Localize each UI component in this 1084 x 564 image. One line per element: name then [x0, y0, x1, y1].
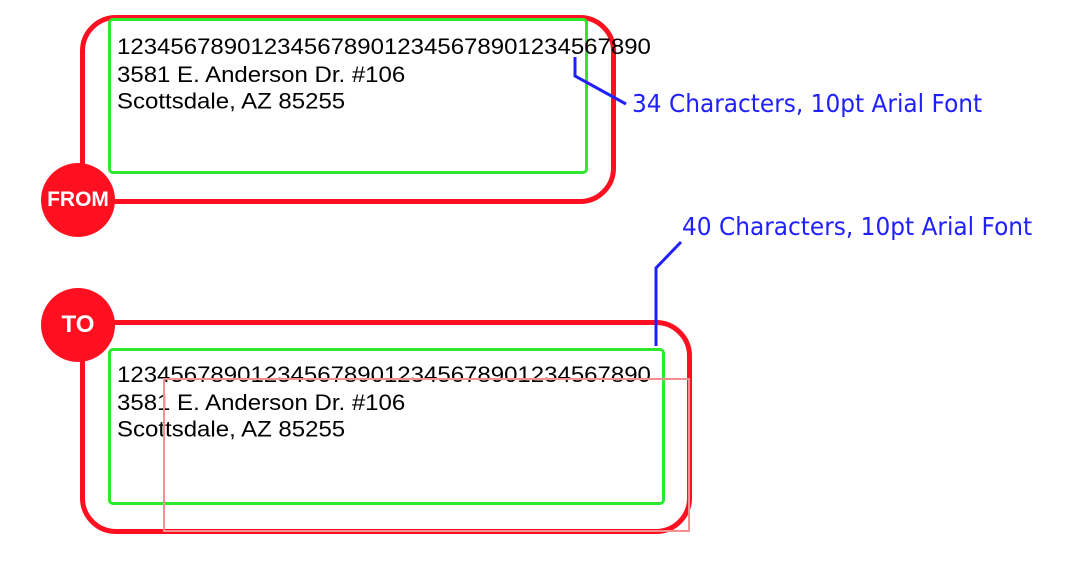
from-line-2: 3581 E. Anderson Dr. #106 [117, 62, 406, 87]
from-address: 1234567890123456789012345678901234567890… [117, 34, 651, 115]
from-outline [80, 15, 616, 204]
from-leader-line [573, 57, 627, 106]
to-line-1: 1234567890123456789012345678901234567890 [117, 362, 651, 388]
overlay-rectangle [163, 378, 690, 532]
to-line-2: 3581 E. Anderson Dr. #106 [117, 390, 406, 415]
to-text-area [108, 348, 665, 505]
from-annotation: 34 Characters, 10pt Arial Font [632, 89, 983, 118]
to-leader-line [654, 240, 683, 346]
to-badge: TO [41, 288, 115, 362]
to-annotation: 40 Characters, 10pt Arial Font [682, 212, 1033, 241]
from-line-3: Scottsdale, AZ 85255 [117, 89, 346, 115]
from-badge: FROM [41, 163, 115, 237]
from-text-area [108, 18, 588, 174]
to-address: 1234567890123456789012345678901234567890… [117, 362, 651, 443]
to-line-3: Scottsdale, AZ 85255 [117, 417, 346, 443]
from-line-1: 1234567890123456789012345678901234567890 [117, 34, 651, 60]
